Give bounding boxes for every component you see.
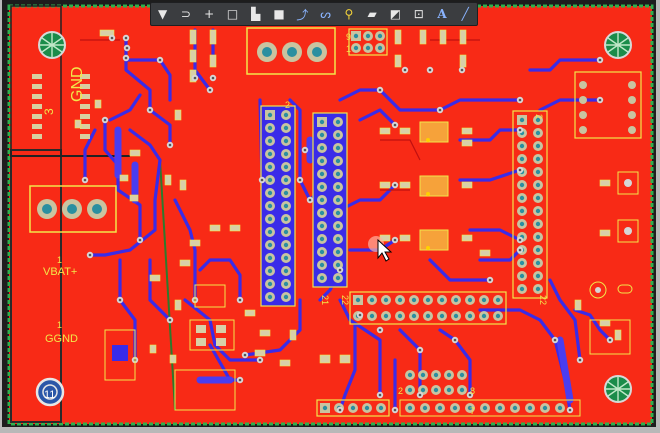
transistor-right[interactable] bbox=[589, 281, 633, 355]
bottom-num-8: 8 bbox=[470, 386, 475, 396]
connector-top-3pin[interactable] bbox=[246, 27, 336, 75]
corner-num-label: 11 bbox=[44, 389, 55, 401]
header-num-9: 9 bbox=[346, 32, 351, 42]
bottom-num-2: 2 bbox=[398, 386, 403, 396]
line-icon[interactable]: ╱ bbox=[461, 7, 469, 21]
bar-chart-icon[interactable]: ▙ bbox=[251, 7, 261, 21]
mounting-hole-top-right bbox=[604, 31, 632, 59]
vias bbox=[81, 34, 614, 414]
mounting-hole-bottom-left bbox=[35, 377, 65, 407]
silk-box-regulator bbox=[104, 329, 136, 381]
component-icon[interactable]: ■ bbox=[273, 7, 285, 21]
led-right-2[interactable] bbox=[617, 219, 639, 243]
polygon-icon[interactable]: ▰ bbox=[367, 7, 377, 21]
diff-pair-icon[interactable]: ᔕ bbox=[320, 7, 331, 21]
smd-components bbox=[74, 29, 622, 367]
vbat-label: VBAT+ bbox=[43, 266, 77, 278]
gnd-vertical-label: GND bbox=[69, 66, 86, 102]
ic-driver-2[interactable] bbox=[419, 175, 449, 197]
silk-box-power bbox=[174, 369, 236, 411]
ic-driver-3[interactable] bbox=[419, 229, 449, 251]
pin-header-right[interactable] bbox=[512, 110, 548, 299]
header-num-1: 1 bbox=[346, 44, 351, 54]
region-icon[interactable]: ◩ bbox=[389, 7, 402, 21]
header-num-22-right: 22 bbox=[538, 295, 548, 305]
ggnd-num-label: 1 bbox=[57, 320, 62, 330]
via-icon[interactable]: ⚲ bbox=[344, 7, 354, 21]
mounting-hole-bottom-right bbox=[604, 375, 632, 403]
led-right-1[interactable] bbox=[617, 171, 639, 195]
string-icon[interactable]: A bbox=[437, 7, 447, 21]
interactive-route-icon[interactable]: ⤴ bbox=[296, 7, 309, 22]
regulator-pad bbox=[112, 345, 128, 361]
header-num-2-right: 2 bbox=[534, 114, 544, 119]
pin-header-footer[interactable] bbox=[316, 399, 581, 417]
select-rectangle-icon[interactable]: □ bbox=[226, 7, 239, 21]
filter-icon[interactable]: ▼ bbox=[158, 7, 168, 21]
cross-probe-icon[interactable]: + bbox=[204, 7, 215, 21]
header-num-21-mid: 21 bbox=[320, 295, 330, 305]
ic-driver-1[interactable] bbox=[419, 121, 449, 143]
gnd-pad-cluster bbox=[32, 74, 90, 139]
gnd-num-label: 3 bbox=[42, 108, 56, 115]
dimension-icon[interactable]: ⊡ bbox=[413, 7, 424, 21]
mouse-cursor bbox=[368, 236, 393, 262]
connector-right-top[interactable] bbox=[574, 71, 642, 139]
pin-header-left[interactable] bbox=[260, 105, 296, 307]
vbat-num-label: 1 bbox=[57, 255, 62, 265]
pin-header-bottom[interactable] bbox=[349, 291, 507, 395]
connector-left-3pin[interactable] bbox=[29, 185, 117, 233]
left-module-region bbox=[10, 149, 62, 423]
pin-header-small-top[interactable] bbox=[348, 28, 388, 56]
ggnd-label: GGND bbox=[45, 333, 78, 345]
mounting-hole-top-left bbox=[38, 31, 66, 59]
bottom-num-7: 7 bbox=[470, 406, 475, 416]
pin-header-middle[interactable] bbox=[312, 112, 348, 288]
route-icon[interactable]: ⊃ bbox=[180, 7, 191, 21]
header-num-22-mid: 22 bbox=[340, 295, 350, 305]
pcb-toolbar: ▼ ⊃ + □ ▙ ■ ⤴ ᔕ ⚲ ▰ ◩ ⊡ A ╱ bbox=[150, 2, 478, 26]
header-num-2-left: 2 bbox=[285, 100, 290, 110]
bottom-layer-power-traces bbox=[114, 126, 574, 404]
